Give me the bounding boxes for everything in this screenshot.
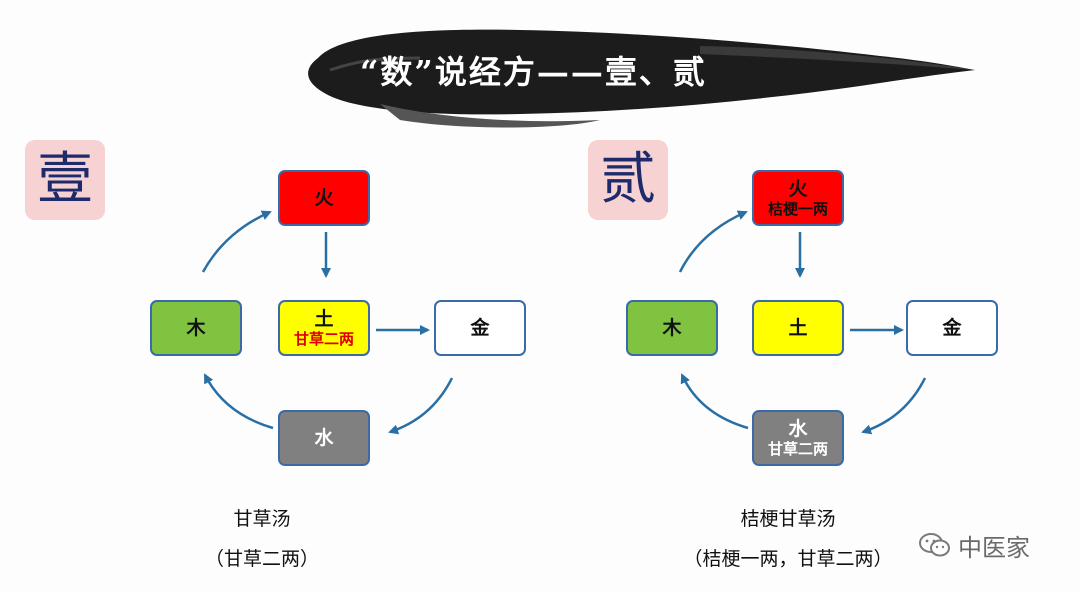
arrow-water-to-wood-2 — [680, 373, 749, 430]
banner-title: “数”说经方——壹、贰 — [360, 53, 707, 91]
title-banner: “数”说经方——壹、贰 — [0, 0, 1080, 140]
metal-label: 金 — [470, 317, 490, 339]
metal-label: 金 — [942, 317, 962, 339]
fire-herb: 桔梗一两 — [767, 200, 828, 218]
arrow-metal-to-water — [388, 377, 454, 435]
wechat-icon — [919, 533, 950, 557]
fire-label: 火 — [788, 178, 808, 200]
wood-label: 木 — [662, 317, 682, 339]
water-herb: 甘草二两 — [767, 440, 828, 458]
panel-2-formula-name: 桔梗甘草汤 — [740, 508, 836, 530]
panel-1-metal-box: 金 — [434, 300, 526, 356]
arrow-water-to-wood — [203, 373, 274, 430]
arrow-wood-to-fire — [201, 210, 272, 273]
panel-2-badge: 贰 — [588, 140, 668, 220]
panel-1-formula-name: 甘草汤 — [233, 508, 291, 530]
watermark-text: 中医家 — [958, 533, 1030, 562]
water-label: 水 — [788, 418, 808, 440]
wood-label: 木 — [186, 317, 206, 339]
water-label: 水 — [314, 427, 334, 449]
ink-brush-stroke — [308, 29, 976, 128]
watermark: 中医家 — [918, 527, 1030, 563]
arrow-wood-to-fire-2 — [678, 210, 748, 273]
earth-label: 土 — [788, 317, 808, 339]
panel-1-formula-dose: （甘草二两） — [204, 548, 319, 570]
panel-2-arrows — [678, 210, 927, 435]
panel-2-fire-box: 火 桔梗一两 — [752, 170, 844, 226]
panel-1-fire-box: 火 — [278, 170, 370, 226]
earth-label: 土 — [314, 308, 334, 330]
panel-2-wood-box: 木 — [626, 300, 718, 356]
panel-1-earth-box: 土 甘草二两 — [278, 300, 370, 356]
earth-herb: 甘草二两 — [293, 330, 354, 348]
panel-2-metal-box: 金 — [906, 300, 998, 356]
panel-2-water-box: 水 甘草二两 — [752, 410, 844, 466]
panel-1-wood-box: 木 — [150, 300, 242, 356]
fire-label: 火 — [314, 187, 334, 209]
panel-1-arrows — [201, 210, 454, 435]
panel-1-water-box: 水 — [278, 410, 370, 466]
arrow-metal-to-water-2 — [861, 377, 927, 435]
panel-1-badge: 壹 — [25, 140, 105, 220]
panel-2-earth-box: 土 — [752, 300, 844, 356]
panel-2-formula-dose: （桔梗一两，甘草二两） — [683, 548, 893, 570]
